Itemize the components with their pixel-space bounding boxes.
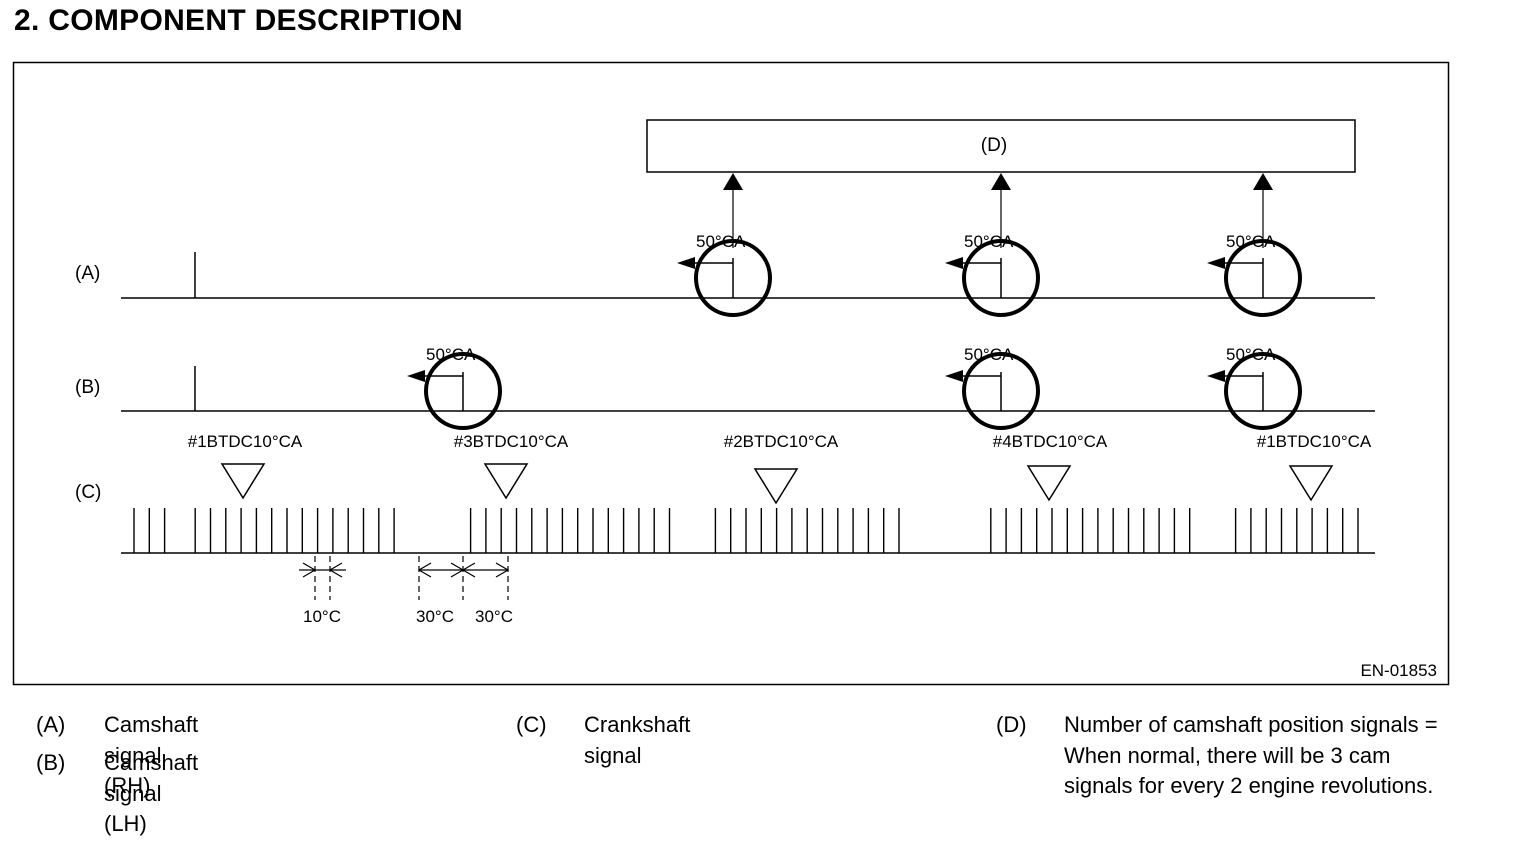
pulse-label: 50°CA bbox=[1226, 345, 1276, 364]
legend-text-d: Number of camshaft position signals = Wh… bbox=[1064, 712, 1438, 798]
row-label-b: (B) bbox=[75, 377, 100, 398]
crankshaft-signal bbox=[121, 508, 1375, 554]
pulse-marker: 50°CA bbox=[677, 232, 772, 317]
camshaft-signal-rh bbox=[121, 252, 1375, 299]
tdc-triangle-4 bbox=[1026, 465, 1072, 502]
pulse-marker: 50°CA bbox=[1207, 232, 1302, 317]
tdc-triangle-3 bbox=[753, 468, 799, 505]
camshaft-signal-lh bbox=[121, 366, 1375, 412]
tdc-label-3: #2BTDC10°CA bbox=[724, 432, 839, 451]
tdc-triangle-2 bbox=[483, 463, 529, 500]
legend-text-b: Camshaft signal (LH) bbox=[104, 750, 199, 836]
tdc-triangle-5 bbox=[1288, 465, 1334, 502]
page-title: 2. COMPONENT DESCRIPTION bbox=[14, 4, 463, 37]
pulse-label: 50°CA bbox=[964, 232, 1014, 251]
pulse-marker: 50°CA bbox=[1207, 345, 1302, 430]
pulse-label: 50°CA bbox=[964, 345, 1014, 364]
camshaft-count-box bbox=[646, 119, 1356, 173]
tdc-markers: #1BTDC10°CA #3BTDC10°CA #2BTDC10°CA #4BT… bbox=[188, 432, 1372, 505]
legend-key-b: (B) bbox=[36, 750, 66, 775]
legend-key-a: (A) bbox=[36, 712, 66, 737]
dimension-30-label-1: 30°C bbox=[416, 607, 454, 626]
figure-id: EN-01853 bbox=[1360, 661, 1437, 680]
legend-text-c: Crankshaft signal bbox=[584, 712, 691, 768]
tdc-label-5: #1BTDC10°CA bbox=[1257, 432, 1372, 451]
dimension-10 bbox=[299, 556, 346, 600]
tdc-label-2: #3BTDC10°CA bbox=[454, 432, 569, 451]
tdc-triangle-1 bbox=[220, 463, 266, 500]
pulse-marker: 50°CA bbox=[945, 232, 1040, 317]
tdc-label-4: #4BTDC10°CA bbox=[993, 432, 1108, 451]
tdc-label-1: #1BTDC10°CA bbox=[188, 432, 303, 451]
dimension-30-label-2: 30°C bbox=[475, 607, 513, 626]
diagram-frame bbox=[12, 61, 1450, 686]
camshaft-count-box-label: (D) bbox=[981, 135, 1007, 156]
pulse-marker: 50°CA bbox=[945, 345, 1040, 430]
legend-key-c: (C) bbox=[516, 712, 547, 737]
pulse-markers: 50°CA 50°CA 50°CA 50°CA 50°CA 50°CA bbox=[407, 232, 1302, 430]
pulse-label: 50°CA bbox=[696, 232, 746, 251]
dimension-30 bbox=[417, 556, 510, 600]
count-arrows bbox=[723, 173, 1273, 248]
legend-key-d: (D) bbox=[996, 712, 1027, 737]
legend-text-a: Camshaft signal (RH) bbox=[104, 712, 199, 798]
pulse-label: 50°CA bbox=[1226, 232, 1276, 251]
row-label-a: (A) bbox=[75, 263, 100, 284]
dimension-10-label: 10°C bbox=[303, 607, 341, 626]
pulse-marker: 50°CA bbox=[407, 345, 502, 430]
pulse-label: 50°CA bbox=[426, 345, 476, 364]
row-label-c: (C) bbox=[75, 482, 101, 503]
